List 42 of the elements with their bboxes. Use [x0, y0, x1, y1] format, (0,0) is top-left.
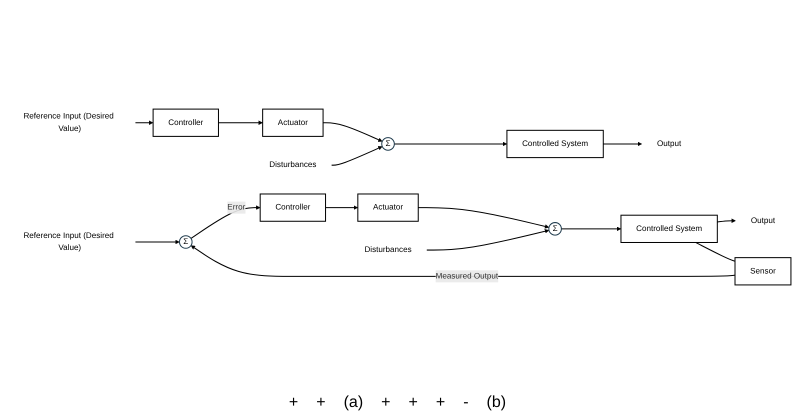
- arrow: [135, 240, 180, 244]
- node-circle: [179, 235, 193, 249]
- diagram-label: -: [463, 394, 469, 412]
- arrow: [603, 142, 642, 146]
- arrow: [218, 120, 263, 125]
- node-text: Disturbances: [364, 246, 412, 254]
- connector: [695, 242, 736, 262]
- diagram-label: +: [381, 394, 390, 412]
- arrow: [418, 207, 550, 229]
- node-circle: [381, 137, 395, 151]
- node-text: Output: [657, 139, 682, 148]
- arrow: [326, 205, 358, 210]
- node-box: [620, 214, 718, 243]
- block-diagram: Error Measured Output Reference Input (Desired Value) Controller Actuator Σ Disturbances Controlled System Output Reference Input (Desired Value) Σ Controller Actuator Σ Disturbances Controlled System Output Sensor: [0, 99, 795, 289]
- node-circle: [548, 222, 562, 236]
- arrow: [190, 205, 260, 239]
- node-box: [357, 194, 419, 222]
- arrow: [190, 245, 736, 277]
- diagram-label: +: [436, 394, 446, 412]
- node-text: Disturbances: [269, 160, 316, 170]
- node-text: Output: [750, 216, 776, 225]
- arrow: [426, 229, 550, 251]
- node-box: [734, 257, 792, 286]
- edge-label: Measured Output: [436, 272, 498, 280]
- node-box: [506, 130, 604, 158]
- diagram-label: (a): [344, 394, 364, 412]
- arrow: [323, 122, 382, 142]
- node-text: Reference Input (Desired Value): [23, 231, 114, 252]
- arrow: [561, 226, 622, 232]
- node-text: Reference Input (Desired Value): [23, 112, 114, 133]
- diagram-label: +: [408, 394, 418, 412]
- diagram-label: (b): [486, 394, 506, 412]
- node-box: [260, 194, 326, 222]
- arrow: [332, 146, 382, 166]
- diagram-label: +: [288, 394, 298, 412]
- arrow: [394, 142, 508, 146]
- arrow: [717, 218, 736, 223]
- arrow: [135, 120, 154, 125]
- node-box: [262, 108, 324, 137]
- node-box: [152, 108, 219, 137]
- edge-label: Error: [227, 203, 246, 212]
- diagram-label: +: [316, 394, 326, 412]
